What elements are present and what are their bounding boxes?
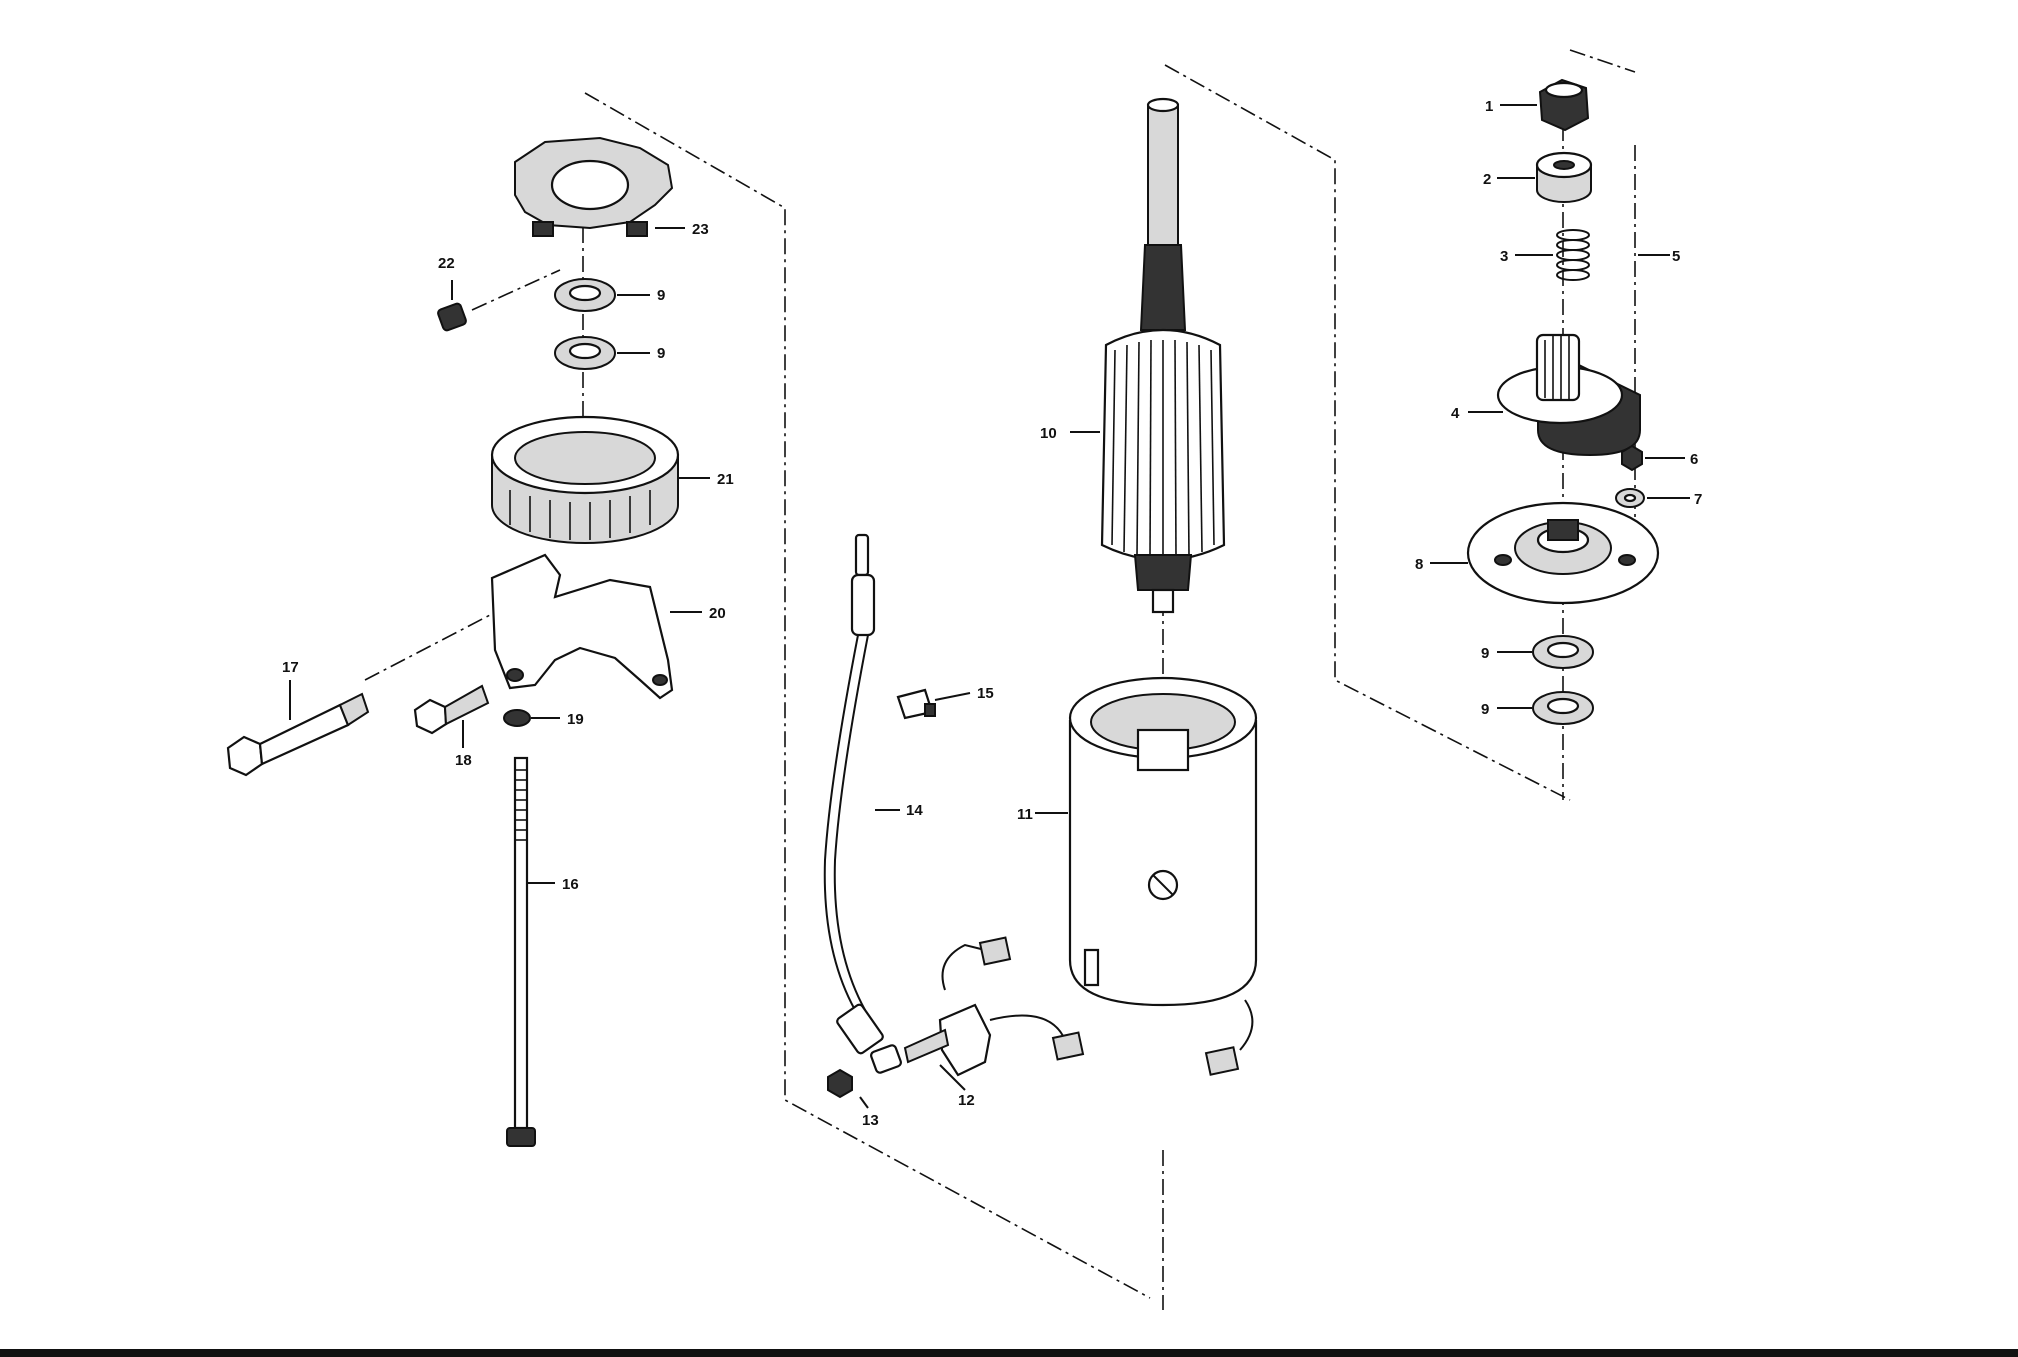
leader-lines xyxy=(289,104,1690,1109)
callout-17: 17 xyxy=(282,659,299,676)
part-22-screw xyxy=(437,302,467,332)
dashed-frame-center xyxy=(1164,64,1571,801)
part-19-lock-washer xyxy=(503,709,531,727)
callout-18: 18 xyxy=(455,752,472,769)
part-16-through-bolt xyxy=(506,756,536,1147)
bottom-border-bar xyxy=(0,1349,2018,1357)
callout-19: 19 xyxy=(567,711,584,728)
callout-20: 20 xyxy=(709,605,726,622)
callout-1: 1 xyxy=(1485,98,1493,115)
part-9-washer-lower-right xyxy=(1532,691,1594,725)
part-14-lead-wire xyxy=(823,533,902,1074)
callout-4: 4 xyxy=(1451,405,1460,422)
callout-9-upper-right: 9 xyxy=(1481,645,1489,662)
callout-21: 21 xyxy=(717,471,734,488)
part-11-field-housing xyxy=(1068,676,1258,1076)
part-17-long-bolt xyxy=(226,692,370,777)
callout-22: 22 xyxy=(438,255,455,272)
part-15-clip xyxy=(896,688,936,720)
callout-11: 11 xyxy=(1017,806,1033,823)
callout-13: 13 xyxy=(862,1112,879,1129)
callout-5: 5 xyxy=(1672,248,1680,265)
callout-9-lower-right: 9 xyxy=(1481,701,1489,718)
part-7-washer xyxy=(1615,488,1645,508)
part-6-nut xyxy=(1621,444,1643,472)
part-1-nut xyxy=(1538,78,1590,132)
part-20-mounting-bracket xyxy=(490,553,674,700)
part-12-brush-assembly xyxy=(903,936,1085,1077)
part-10-armature xyxy=(1100,97,1226,614)
callout-3: 3 xyxy=(1500,248,1508,265)
callout-14: 14 xyxy=(906,802,923,819)
callout-2: 2 xyxy=(1483,171,1491,188)
part-9-washer-upper-right xyxy=(1532,635,1594,669)
dashed-frame-left xyxy=(584,92,1151,1299)
callout-8: 8 xyxy=(1415,556,1423,573)
callout-23: 23 xyxy=(692,221,709,238)
part-13-nut xyxy=(827,1068,853,1099)
part-9-washer-lower-left xyxy=(554,336,616,370)
callout-7: 7 xyxy=(1694,491,1702,508)
dashed-frame-right xyxy=(1569,49,1636,560)
callout-9-upper-left: 9 xyxy=(657,287,665,304)
callout-10: 10 xyxy=(1040,425,1057,442)
part-21-ring-gear xyxy=(490,415,680,544)
part-3-spring xyxy=(1556,229,1590,281)
callout-labels: 23 22 9 9 21 20 17 18 19 16 10 11 15 14 … xyxy=(282,98,1702,1129)
callout-15: 15 xyxy=(977,685,994,702)
callout-6: 6 xyxy=(1690,451,1698,468)
callout-16: 16 xyxy=(562,876,579,893)
part-4-drive-pinion xyxy=(1496,333,1641,457)
part-8-drive-end-plate xyxy=(1466,501,1660,605)
part-23-end-plate xyxy=(514,136,674,237)
callout-9-lower-left: 9 xyxy=(657,345,665,362)
part-18-short-bolt xyxy=(413,684,490,735)
callout-12: 12 xyxy=(958,1092,975,1109)
part-9-washer-upper-left xyxy=(554,278,616,312)
part-2-spacer xyxy=(1535,151,1593,203)
